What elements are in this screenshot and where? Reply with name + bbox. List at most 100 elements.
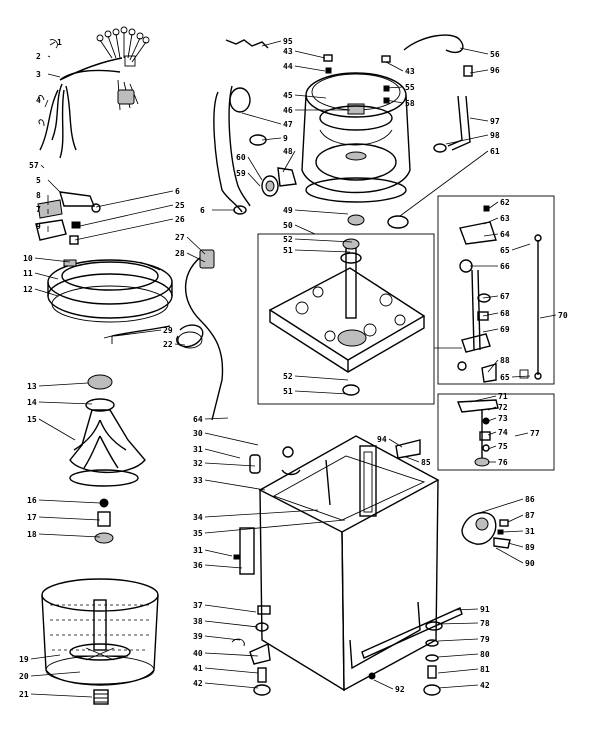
callout-leader-c79 [437,638,479,642]
callout-c4: 4 [36,96,41,105]
callout-leader-c1 [49,41,56,46]
callout-leader-c14 [38,401,93,405]
outer-tub [225,39,411,203]
callout-c97: 97 [490,117,500,126]
callout-leader-c48 [282,150,296,173]
callout-c8: 8 [36,191,41,200]
callout-c37: 37 [193,601,203,610]
callout-c69: 69 [500,325,510,334]
callout-c38: 38 [193,617,203,626]
callout-leaders [30,40,557,698]
callout-c92: 92 [395,685,405,694]
switch-assembly [437,393,555,471]
callout-c94: 94 [377,435,387,444]
callout-leader-c51b [294,390,349,395]
callout-c59: 59 [236,169,246,178]
callout-leader-c29 [114,329,162,337]
callout-c58: 58 [405,99,415,108]
suspension-assembly [437,195,555,385]
callout-c9: 9 [36,222,41,231]
washer-cabinet [231,435,463,696]
callout-leader-c43b [385,61,404,72]
callout-c65b: 65 [500,373,510,382]
callout-leader-c75 [487,445,497,450]
callout-leader-c27 [186,236,206,255]
callout-c21: 21 [19,690,29,699]
callout-c43b: 43 [405,67,415,76]
callout-leader-c49 [294,209,349,215]
callout-c64: 64 [193,415,203,424]
callout-leader-c64 [204,417,229,420]
callout-c30: 30 [193,429,203,438]
callout-leader-c52b [294,375,349,381]
callout-c5: 5 [36,176,41,185]
callout-c95: 95 [283,37,293,46]
callout-c71: 71 [498,392,508,401]
callout-leader-c47 [241,112,282,125]
callout-leader-c31b [204,549,233,557]
callout-c51: 51 [283,246,293,255]
callout-c33: 33 [193,476,203,485]
callout-c77: 77 [530,429,540,438]
callout-leader-c44 [294,65,326,72]
callout-leader-c6 [95,190,174,208]
callout-c2: 2 [36,52,41,61]
callout-c36: 36 [193,561,203,570]
callout-leader-c98 [445,134,489,145]
callout-leader-c38 [204,620,259,628]
callout-c65: 65 [500,246,510,255]
callout-leader-c81 [437,668,479,674]
callout-c13: 13 [27,382,37,391]
callout-leader-c32 [204,462,256,467]
callout-leader-c22 [174,343,186,346]
callout-c70: 70 [558,311,568,320]
callout-c75: 75 [498,442,508,451]
callout-c9b: 9 [283,134,288,143]
callout-leader-c5 [47,179,61,193]
callout-c74: 74 [498,428,508,437]
callout-leader-c59 [247,172,261,187]
callout-c28: 28 [175,249,185,258]
callout-leader-c51 [294,249,351,253]
callout-c40: 40 [193,649,203,658]
callout-leader-c18 [38,533,101,538]
callout-leader-c55 [385,86,404,89]
callout-leader-c56 [459,47,489,55]
callout-leader-c87 [507,514,524,523]
callout-c44: 44 [283,62,293,71]
callout-leader-c35 [204,519,346,534]
callout-leader-c58 [385,99,404,104]
callout-leader-c41 [204,667,259,674]
callout-leader-c3 [47,73,61,78]
callout-leader-c34 [204,509,319,518]
callout-c78: 78 [480,619,490,628]
callout-c14: 14 [27,398,37,407]
callout-c89: 89 [525,543,535,552]
callout-leader-c67 [482,295,499,299]
callout-leader-c39 [204,635,241,641]
callout-leader-c17 [38,516,101,521]
callout-leader-c65 [511,243,531,251]
callout-leader-c33 [204,479,266,491]
callout-c10: 10 [23,254,33,263]
callout-c72: 72 [498,403,508,412]
callout-leader-c97 [469,117,489,122]
callout-c61: 61 [490,147,500,156]
callout-c46: 46 [283,106,293,115]
callout-leader-c89 [507,542,524,548]
spin-basket [41,578,159,705]
callout-c73: 73 [498,414,508,423]
callout-c47: 47 [283,120,293,129]
callout-c56: 56 [490,50,500,59]
callout-c7: 7 [36,205,41,214]
callout-labels: 1234575678925262728101112292213141516171… [19,37,568,699]
callout-leader-c74 [487,431,497,436]
callout-leader-c94 [388,438,403,448]
callout-c31c: 31 [525,527,535,536]
callout-c62: 62 [500,198,510,207]
callout-c52: 52 [283,235,293,244]
callout-c67: 67 [500,292,510,301]
callout-c12: 12 [23,285,33,294]
callout-c45: 45 [283,91,293,100]
callout-leader-c77 [514,432,529,437]
